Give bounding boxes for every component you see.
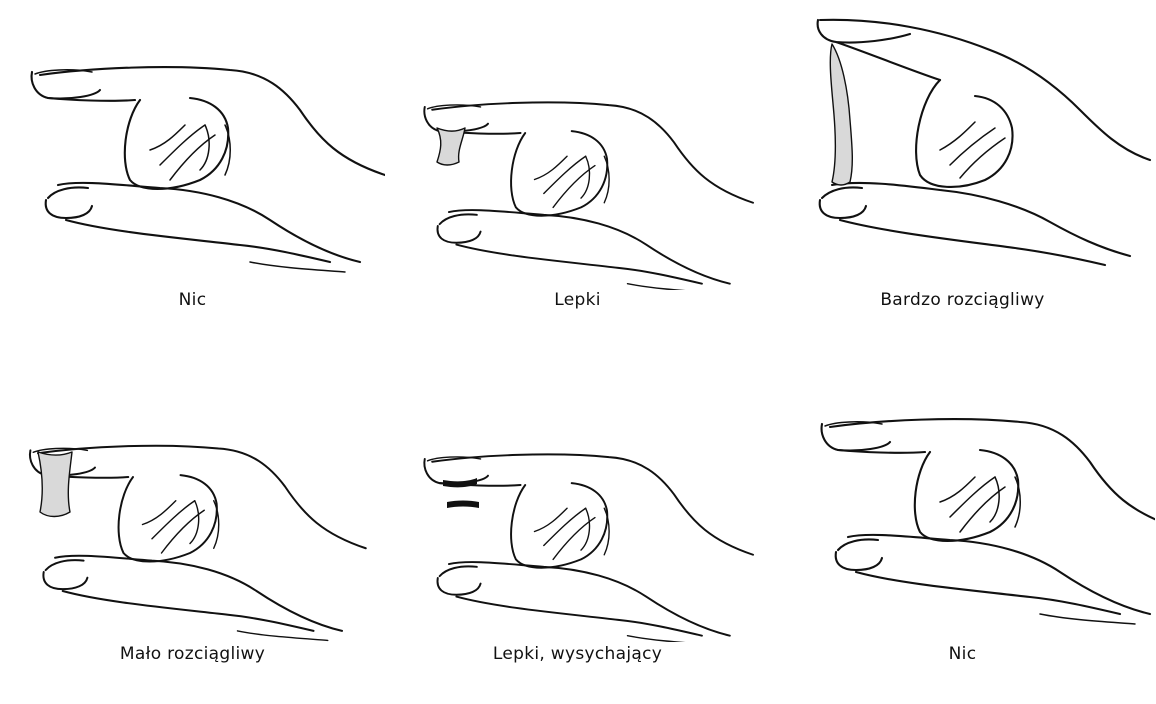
hand-illustration-sticky-drying [385,352,770,642]
dried-residue [447,501,479,509]
caption: Lepki, wysychający [385,644,770,664]
panel-nic-bottom: Nic [770,352,1155,704]
panel-lepki: Lepki [385,0,770,352]
caption: Bardzo rozciągliwy [770,290,1155,310]
hand-illustration-very-stretchy [770,0,1155,290]
caption: Lepki [385,290,770,310]
hand-illustration-slightly-stretchy [0,352,385,642]
mucus-strand [830,44,852,185]
hand-illustration-sticky [385,0,770,290]
hand-illustration-none [770,352,1155,642]
mucus-blob [38,452,72,517]
panel-malo-rozciagliwy: Mało rozciągliwy [0,352,385,704]
panel-lepki-wysychajacy: Lepki, wysychający [385,352,770,704]
panel-bardzo-rozciagliwy: Bardzo rozciągliwy [770,0,1155,352]
hand-illustration-none [0,0,385,290]
panel-nic-top: Nic [0,0,385,352]
caption: Nic [0,290,385,310]
mucus-blob [437,128,465,165]
caption: Nic [770,644,1155,664]
caption: Mało rozciągliwy [0,644,385,664]
